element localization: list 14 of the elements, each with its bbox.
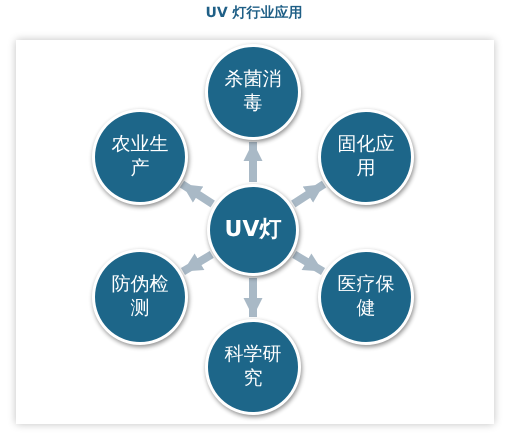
arrow — [243, 278, 263, 317]
arrow — [291, 180, 326, 208]
node-label: UV灯 — [224, 216, 282, 244]
arrow — [292, 251, 326, 275]
node-label: 杀菌消毒 — [224, 68, 282, 116]
node-label: 农业生产 — [110, 133, 170, 181]
node-label: 科学研究 — [224, 343, 282, 391]
node-label: 医疗保健 — [336, 273, 396, 321]
node-label: 防伪检测 — [110, 273, 170, 321]
arrow — [180, 251, 214, 275]
diagram-title: UV 灯行业应用 — [204, 4, 304, 22]
arrow — [180, 180, 215, 208]
arrow — [243, 142, 263, 182]
node-label: 固化应用 — [336, 133, 396, 181]
